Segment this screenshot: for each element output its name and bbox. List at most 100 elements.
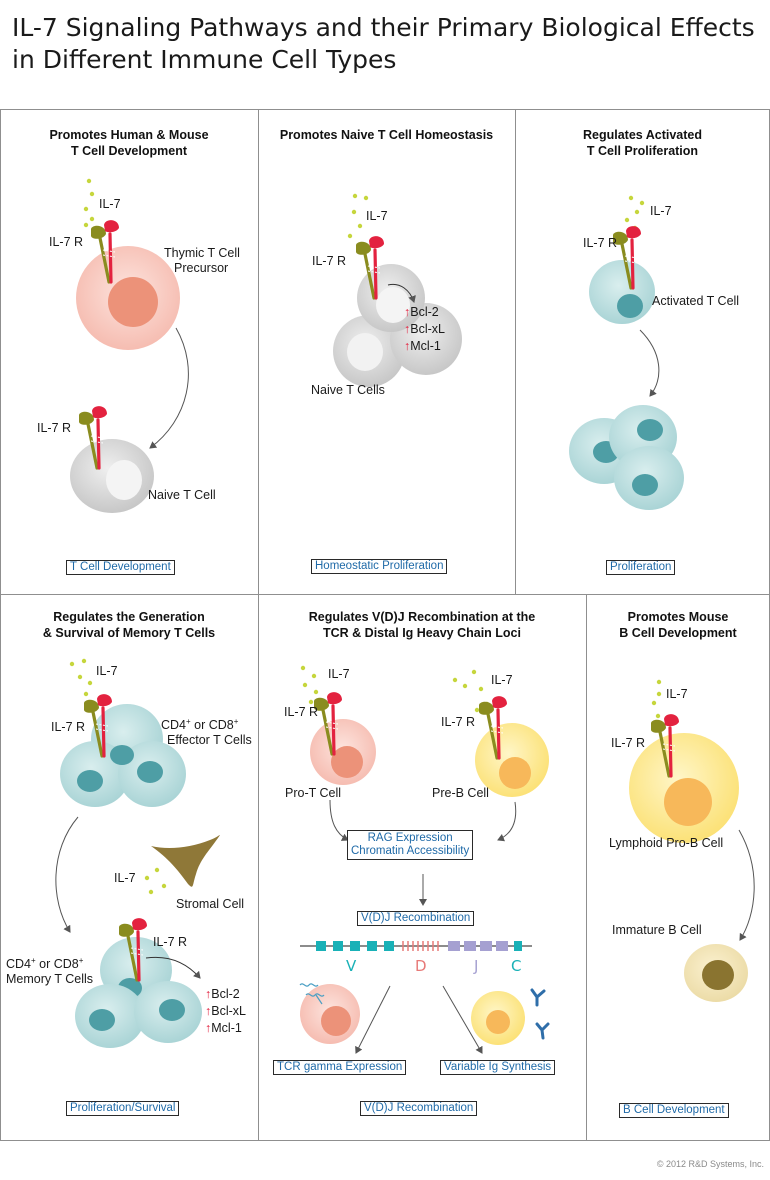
arrow-p5-tcr — [355, 985, 391, 1054]
gene-bcl2-p4: ↑Bcl-2 — [205, 987, 240, 1001]
memory-label: CD4+ or CD8+ Memory T Cells — [6, 953, 93, 987]
naive-nucleus — [106, 460, 142, 500]
panel3-title-line1: Regulates Activated — [582, 128, 703, 142]
panel2-title: Promotes Naive T Cell Homeostasis — [279, 128, 494, 142]
vdj-recombination-box: V(D)J Recombination — [357, 911, 475, 926]
receptor-label-p5t: IL-7 R — [284, 705, 319, 719]
up-arrow-icon: ↑ — [205, 1004, 212, 1018]
gene-bcl2-p2: ↑Bcl-2 — [404, 305, 439, 319]
panel5-title-line1: Regulates V(D)J Recombination at the — [308, 610, 536, 624]
up-arrow-icon: ↑ — [404, 339, 411, 353]
panel3-title-line2: T Cell Proliferation — [586, 144, 699, 158]
receptor-label-p4: IL-7 R — [51, 720, 86, 734]
thymic-label-line1: Thymic T Cell — [164, 246, 240, 260]
il7-label-p3: IL-7 — [650, 204, 672, 218]
gene-mcl1-p4: ↑Mcl-1 — [205, 1021, 242, 1035]
il7-label-p6: IL-7 — [666, 687, 688, 701]
il7-label-p5b: IL-7 — [491, 673, 513, 687]
naive-label-p1: Naive T Cell — [148, 488, 216, 502]
receptor-label-p2: IL-7 R — [312, 254, 347, 268]
gene-mcl1-p2: ↑Mcl-1 — [404, 339, 441, 353]
effector-nucleus-b — [77, 770, 103, 792]
receptor-label-p3: IL-7 R — [583, 236, 618, 250]
panel4-title-line1: Regulates the Generation — [53, 610, 205, 624]
rag-line1: RAG Expression — [367, 832, 453, 844]
panel3-title: Regulates Activated T Cell Proliferation — [515, 127, 770, 159]
panel5-title-line2: TCR & Distal Ig Heavy Chain Loci — [323, 626, 521, 640]
il7-label-p4: IL-7 — [96, 664, 118, 678]
arrow-p5-ig — [442, 985, 483, 1054]
gene-bclxl-p2: ↑Bcl-xL — [404, 322, 445, 336]
outcome-b-cell-development: B Cell Development — [619, 1103, 729, 1118]
panel6-title-line2: B Cell Development — [619, 626, 737, 640]
panel1-title-line1: Promotes Human & Mouse — [49, 128, 209, 142]
receptor-label-p5b: IL-7 R — [441, 715, 476, 729]
arrow-p1 — [149, 327, 189, 449]
tcr-gamma-box: TCR gamma Expression — [273, 1060, 407, 1075]
effector-nucleus-a — [110, 745, 134, 765]
up-arrow-icon: ↑ — [404, 322, 411, 336]
receptor-label-p4b: IL-7 R — [153, 935, 188, 949]
gene-locus — [300, 941, 532, 951]
stromal-label: Stromal Cell — [176, 897, 245, 911]
receptor-label-p1b: IL-7 R — [37, 421, 72, 435]
il7-label-p1: IL-7 — [99, 197, 121, 211]
memory-label-line1: CD4+ or CD8+ — [6, 956, 84, 972]
figure-title: IL-7 Signaling Pathways and their Primar… — [12, 12, 762, 76]
outcome-vdj-recombination: V(D)J Recombination — [360, 1101, 478, 1116]
outcome-homeostatic-proliferation: Homeostatic Proliferation — [311, 559, 448, 574]
prolif-nucleus-c — [632, 474, 658, 496]
thymic-label: Thymic T Cell Precursor — [164, 246, 240, 276]
receptor-label-p6: IL-7 R — [611, 736, 646, 750]
figure-title-line1: IL-7 Signaling Pathways and their Primar… — [12, 13, 755, 42]
segment-v-label: V — [346, 957, 357, 975]
preb-label: Pre-B Cell — [432, 786, 489, 800]
panel1-title: Promotes Human & Mouse T Cell Developmen… — [0, 127, 258, 159]
naive-nucleus-p2a — [347, 333, 383, 371]
variable-ig-box: Variable Ig Synthesis — [440, 1060, 556, 1075]
effector-label-line2: Effector T Cells — [167, 733, 252, 748]
outcome-proliferation-survival: Proliferation/Survival — [66, 1101, 180, 1116]
il7-label-p2: IL-7 — [366, 209, 388, 223]
up-arrow-icon: ↑ — [205, 987, 212, 1001]
arrow-p5t — [329, 799, 349, 841]
panel1-title-line2: T Cell Development — [71, 144, 187, 158]
segment-j-label: J — [474, 957, 479, 975]
immature-b-label: Immature B Cell — [612, 923, 702, 937]
activated-nucleus — [617, 294, 643, 318]
tcr-receptor — [299, 983, 325, 1005]
thymic-nucleus — [108, 277, 158, 327]
stromal-cell — [151, 834, 220, 887]
arrow-p6 — [738, 829, 755, 941]
panel4-title-line2: & Survival of Memory T Cells — [42, 626, 216, 640]
rag-line2: Chromatin Accessibility — [351, 845, 470, 857]
receptor-label-p1: IL-7 R — [49, 235, 84, 249]
il7-label-p5t: IL-7 — [328, 667, 350, 681]
antibody-icon — [530, 988, 550, 1040]
naive-nucleus-p2c — [376, 287, 410, 323]
up-arrow-icon: ↑ — [205, 1021, 212, 1035]
up-arrow-icon: ↑ — [404, 305, 411, 319]
copyright: © 2012 R&D Systems, Inc. — [656, 1159, 764, 1169]
preb-nucleus — [499, 757, 531, 789]
b-cell-ig-nucleus — [486, 1010, 510, 1034]
tcr-nucleus — [321, 1006, 351, 1036]
figure-title-line2: in Different Immune Cell Types — [12, 45, 397, 74]
thymic-label-line2: Precursor — [174, 261, 229, 275]
outcome-t-cell-development: T Cell Development — [66, 560, 175, 575]
arrow-p4 — [55, 816, 79, 933]
arrow-p5b — [497, 801, 517, 842]
activated-label: Activated T Cell — [652, 294, 740, 308]
prot-nucleus — [331, 746, 363, 778]
prolif-nucleus-b — [637, 419, 663, 441]
panel-grid — [0, 109, 770, 1141]
panel6-title-line1: Promotes Mouse — [627, 610, 729, 624]
naive-cells-label: Naive T Cells — [311, 383, 385, 397]
segment-c-label: C — [511, 957, 522, 975]
outcome-proliferation: Proliferation — [606, 560, 676, 575]
memory-nucleus-b — [89, 1009, 115, 1031]
arrow-p2 — [387, 283, 416, 303]
rag-chromatin-box: RAG Expression Chromatin Accessibility — [347, 830, 474, 860]
